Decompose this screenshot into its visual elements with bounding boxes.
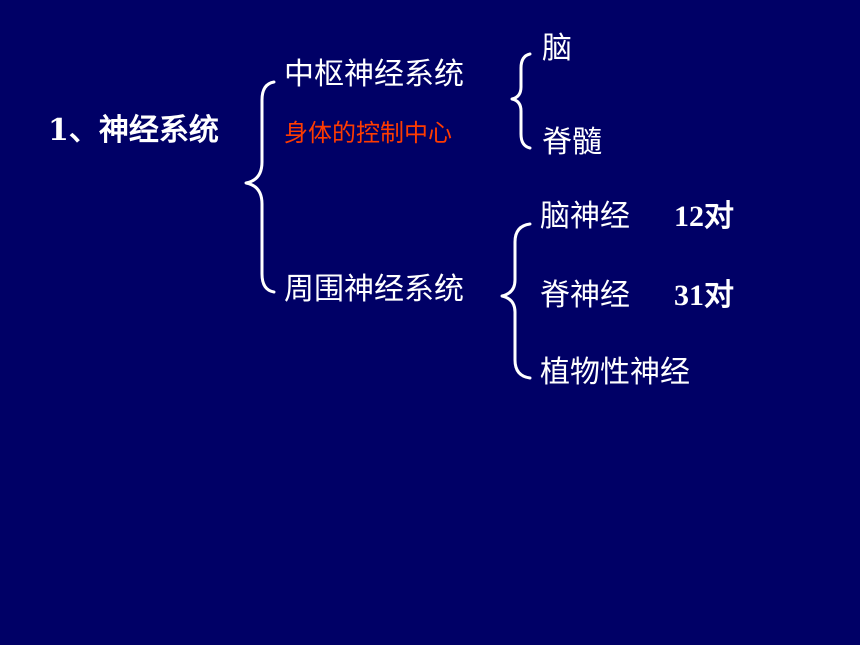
brain-label: 脑 <box>542 31 572 66</box>
peripheral-brace <box>500 222 532 380</box>
central-nervous-system-label: 中枢神经系统 <box>284 57 464 92</box>
spinal-nerves-label: 脊神经 <box>540 278 630 313</box>
peripheral-nervous-system-label: 周围神经系统 <box>284 272 464 307</box>
root-node-label: 1、神经系统 <box>48 113 219 148</box>
autonomic-nerves-label: 植物性神经 <box>540 355 690 390</box>
spinal-cord-label: 脊髓 <box>542 125 602 160</box>
central-brace <box>510 52 532 150</box>
root-brace <box>244 80 276 294</box>
cranial-nerves-count: 12对 <box>674 200 734 233</box>
cranial-nerves-label: 脑神经 <box>540 199 630 234</box>
spinal-nerves-count: 31对 <box>674 279 734 312</box>
central-nervous-system-note: 身体的控制中心 <box>284 119 452 147</box>
